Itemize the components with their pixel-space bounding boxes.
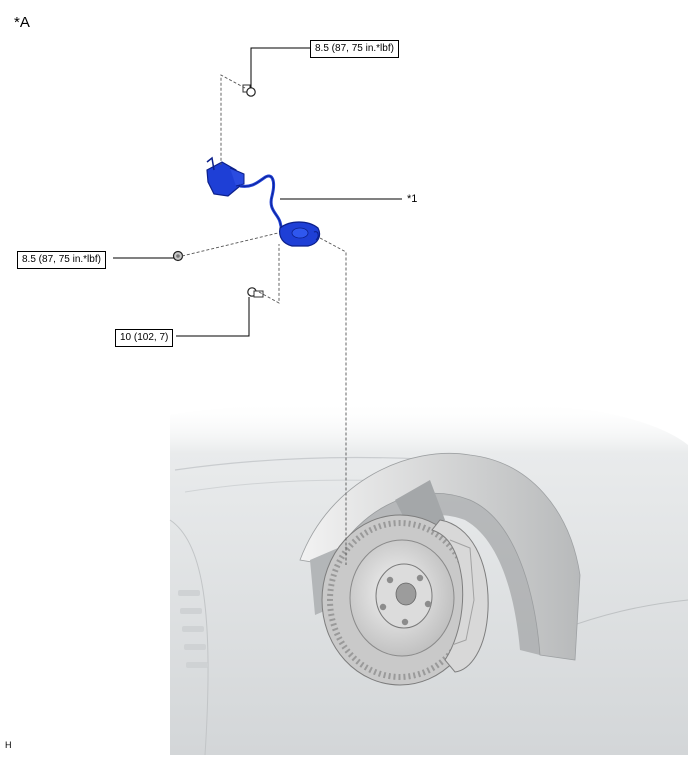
- speed-sensor-harness: [206, 156, 321, 247]
- bolt-icon: [242, 84, 256, 97]
- installation-guide-lines: [181, 74, 347, 565]
- torque-label-top-bolt: 8.5 (87, 75 in.*lbf): [310, 40, 399, 58]
- part-callout: *1: [407, 193, 418, 205]
- nut-icon: [172, 250, 184, 262]
- brake-caliper: [431, 519, 489, 673]
- corner-code: H: [5, 740, 12, 750]
- torque-label-left-bolt: 8.5 (87, 75 in.*lbf): [17, 251, 106, 269]
- hub-bolt-holes: [379, 574, 432, 626]
- bolt-icon: [247, 287, 264, 298]
- bumper-grille: [178, 590, 208, 668]
- view-label: *A: [14, 14, 30, 31]
- callout-leader-lines: [113, 47, 402, 337]
- torque-label-lower-bolt: 10 (102, 7): [115, 329, 174, 347]
- brake-disc: [321, 514, 479, 686]
